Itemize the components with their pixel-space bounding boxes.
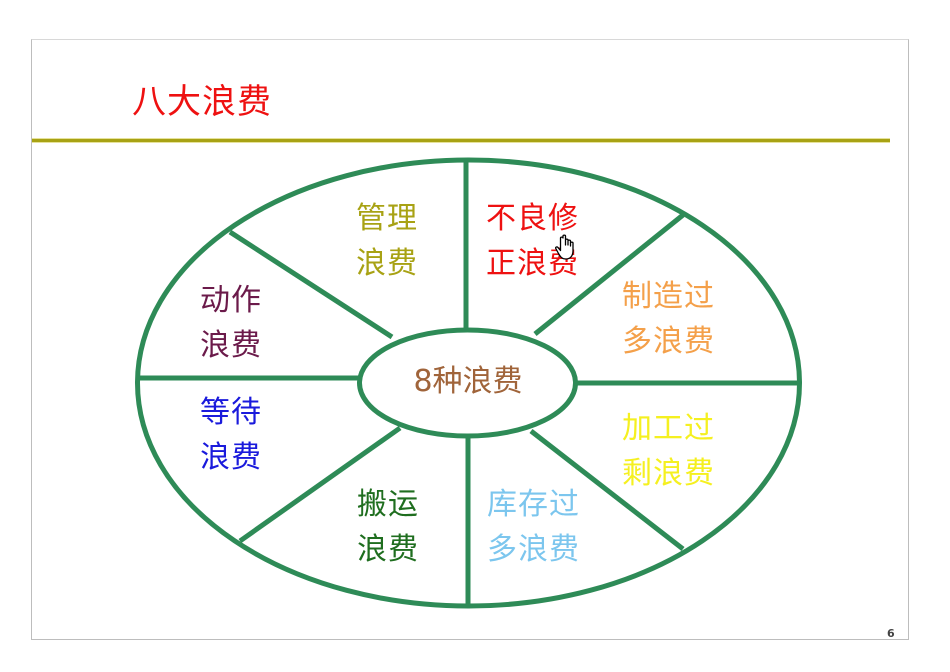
segment-defect: 不良修 正浪费 [486,196,579,286]
slide-title: 八大浪费 [132,82,272,122]
segment-motion-line2: 浪费 [200,328,262,363]
segment-overproduction-line1: 制造过 [622,279,715,314]
center-label: 8种浪费 [413,364,523,399]
segment-defect-line1: 不良修 [486,201,579,236]
segment-transport-line1: 搬运 [357,487,419,522]
segment-waiting: 等待 浪费 [200,390,262,480]
spoke-lower-left [238,425,402,544]
segment-overprocessing-line1: 加工过 [622,411,715,446]
segment-overproduction-line2: 多浪费 [622,324,715,359]
segment-waiting-line2: 浪费 [200,440,262,475]
inner-ellipse [357,327,578,439]
segment-management: 管理 浪费 [356,196,418,286]
spoke-upper-left [228,229,394,340]
segment-transport-line2: 浪费 [357,532,419,567]
hand-pointer-icon [555,234,574,260]
segment-transport: 搬运 浪费 [357,482,419,572]
title-underline [32,139,890,142]
segment-overprocessing-line2: 剩浪费 [622,456,715,491]
segment-overproduction: 制造过 多浪费 [622,274,715,364]
segment-management-line1: 管理 [356,201,418,236]
page-number: 6 [887,627,895,640]
segment-waiting-line1: 等待 [200,395,262,430]
segment-management-line2: 浪费 [356,246,418,281]
segment-motion-line1: 动作 [200,283,262,318]
spoke-lower-right [529,429,685,551]
outer-ellipse [135,157,802,609]
segment-motion: 动作 浪费 [200,278,262,368]
segment-inventory-line1: 库存过 [487,487,580,522]
segment-overprocessing: 加工过 剩浪费 [622,406,715,496]
spoke-upper-right [533,213,685,336]
segment-inventory-line2: 多浪费 [487,532,580,567]
segment-inventory: 库存过 多浪费 [487,482,580,572]
